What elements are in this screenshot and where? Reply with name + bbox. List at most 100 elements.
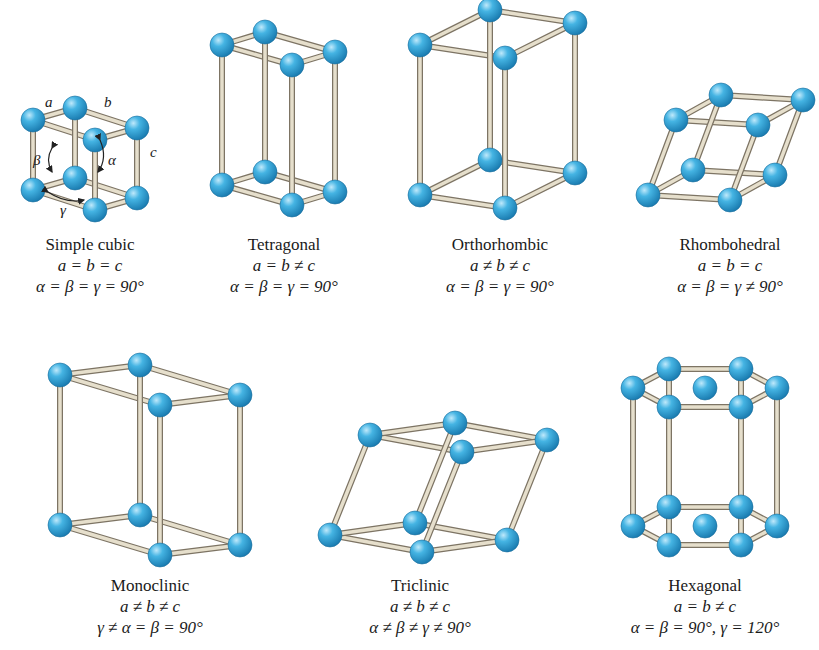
lattice-rod — [420, 195, 505, 208]
rod-outline — [219, 45, 225, 185]
lattice-rod — [418, 45, 422, 195]
axis-label: a — [45, 92, 53, 112]
atom-sphere — [63, 96, 87, 120]
lattice-rod — [220, 45, 224, 185]
lattice-rod — [422, 540, 507, 552]
lattice-name: Rhombohedral — [679, 235, 780, 255]
rod-outline — [140, 515, 240, 545]
atom-sphere — [765, 376, 789, 400]
angle-arrow — [49, 148, 53, 172]
rod-outline — [487, 10, 493, 160]
rod-outline — [490, 10, 575, 23]
atom-sphere — [493, 196, 517, 220]
lattice-rod — [631, 388, 635, 526]
lattice-rod — [693, 170, 775, 175]
lattice-name: Monoclinic — [111, 576, 189, 596]
lattice-rod — [140, 515, 240, 545]
rod-outline — [332, 52, 338, 192]
atom-sphere — [621, 376, 645, 400]
lattice-rod — [503, 58, 507, 208]
atom-sphere — [128, 503, 152, 527]
edge-relation: a = b ≠ c — [253, 256, 315, 276]
atom-sphere — [729, 357, 753, 381]
lattice-rod — [415, 423, 455, 523]
lattice-rod — [290, 65, 294, 205]
rod-outline — [420, 195, 505, 208]
atom-sphere — [563, 11, 587, 35]
atom-sphere — [148, 393, 172, 417]
lattice-rod — [490, 10, 575, 23]
rod-outline — [422, 540, 507, 552]
atom-sphere — [478, 0, 502, 22]
lattice-rod — [455, 423, 547, 440]
rod-outline — [721, 95, 803, 100]
rod-outline — [57, 375, 63, 525]
angle-label: α — [108, 150, 116, 170]
rod-outline — [330, 435, 370, 535]
atom-sphere — [83, 198, 107, 222]
atom-sphere — [657, 533, 681, 557]
atom-sphere — [210, 173, 234, 197]
atom-sphere — [280, 193, 304, 217]
lattice-rod — [775, 388, 779, 526]
rod-outline — [693, 170, 775, 175]
atom-sphere — [128, 353, 152, 377]
edge-relation: a = b = c — [58, 256, 123, 276]
atom-sphere — [228, 533, 252, 557]
atom-sphere — [478, 148, 502, 172]
lattice-rod — [648, 195, 730, 200]
rod-outline — [157, 405, 163, 555]
atom-sphere — [125, 116, 149, 140]
lattice-rod — [488, 10, 492, 160]
edge-relation: a = b ≠ c — [674, 597, 736, 617]
rod-outline — [572, 23, 578, 173]
rod-outline — [630, 388, 636, 526]
lattice-rod — [263, 32, 267, 172]
atom-sphere — [450, 440, 474, 464]
lattice-rod — [138, 365, 142, 515]
axis-label: c — [150, 142, 157, 162]
rod-outline — [738, 369, 744, 507]
rod-outline — [289, 65, 295, 205]
rod-outline — [507, 440, 547, 540]
lattice-rod — [58, 375, 62, 525]
atom-sphere — [21, 178, 45, 202]
rod-outline — [262, 32, 268, 172]
atom-sphere — [535, 428, 559, 452]
atom-sphere — [358, 423, 382, 447]
rod-outline — [60, 525, 160, 555]
lattice-name: Triclinic — [391, 576, 449, 596]
rod-outline — [370, 423, 455, 435]
atom-sphere — [280, 53, 304, 77]
lattice-rod — [60, 375, 160, 405]
atom-sphere — [495, 528, 519, 552]
atom-sphere — [323, 40, 347, 64]
rod-outline — [140, 365, 240, 395]
atom-sphere — [657, 495, 681, 519]
rod-outline — [666, 369, 672, 507]
edge-relation: a = b = c — [698, 256, 763, 276]
angle-relation: α ≠ β ≠ γ ≠ 90° — [369, 618, 470, 638]
rod-outline — [676, 120, 758, 125]
lattice-rod — [333, 52, 337, 192]
lattice-rod — [238, 395, 242, 545]
atom-sphere — [729, 395, 753, 419]
edge-relation: a ≠ b ≠ c — [390, 597, 450, 617]
atom-sphere — [746, 113, 770, 137]
lattice-name: Hexagonal — [668, 576, 742, 596]
lattice-rod — [330, 523, 415, 535]
angle-label: γ — [60, 200, 66, 220]
atom-sphere — [729, 533, 753, 557]
angle-relation: α = β = 90°, γ = 120° — [631, 618, 780, 638]
atom-sphere — [729, 495, 753, 519]
lattice-rod — [330, 535, 422, 552]
rod-outline — [60, 375, 160, 405]
lattice-rod — [573, 23, 577, 173]
angle-arrow — [48, 192, 84, 201]
rod-outline — [774, 388, 780, 526]
atom-sphere — [210, 33, 234, 57]
edge-relation: a ≠ b ≠ c — [120, 597, 180, 617]
atom-sphere — [791, 88, 815, 112]
lattice-rod — [330, 435, 370, 535]
angle-arrow — [98, 140, 104, 172]
